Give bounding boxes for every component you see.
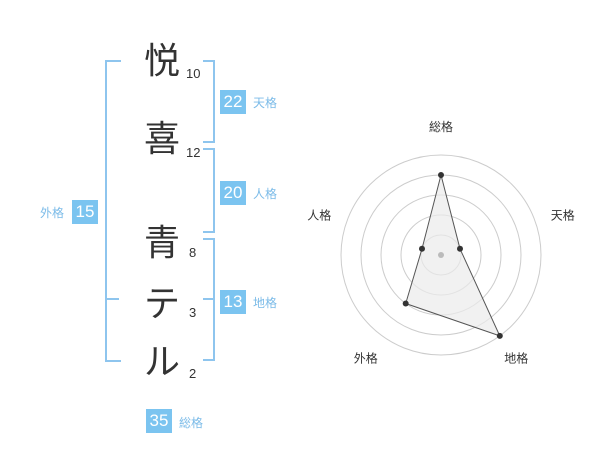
radar-grid-ring-5 [340,154,542,356]
radar-point-5 [419,245,425,252]
chikaku-value: 13 [220,290,246,314]
jinkaku-bracket [203,148,215,233]
name-char-3: 青 [143,223,180,264]
radar-axis-label-2: 天格 [551,207,575,222]
name-char-1: 悦 [143,41,180,82]
radar-point-4 [402,300,409,307]
radar-axis-label-5: 人格 [307,207,331,222]
gaikaku-value: 15 [72,200,98,224]
radar-axis-label-1: 総格 [429,119,453,134]
name-char-5: ル [143,342,180,383]
stroke-count-2: 12 [186,145,201,160]
soukaku-label: 総格 [179,416,204,430]
gaikaku-bracket-tick [105,298,119,300]
chikaku-bracket-tick [203,298,215,300]
radar-point-3 [496,332,503,339]
gaikaku-bracket [105,60,121,362]
radar-point-1 [438,172,444,178]
soukaku-value: 35 [146,409,172,433]
gaikaku-label: 外格 [40,206,65,220]
stroke-count-3: 8 [189,245,197,260]
radar-center-point [438,252,444,258]
radar-axis-label-4: 外格 [354,351,378,366]
name-char-2: 喜 [143,119,180,160]
radar-data-polygon [405,174,501,337]
stroke-count-1: 10 [186,66,201,81]
radar-axis-label-3: 地格 [504,351,528,366]
tenkaku-bracket [203,60,215,143]
chikaku-label: 地格 [253,296,278,310]
stroke-count-5: 2 [189,366,197,381]
stroke-count-4: 3 [189,305,197,320]
radar-point-2 [457,245,463,252]
jinkaku-label: 人格 [253,187,278,201]
tenkaku-value: 22 [220,90,246,114]
name-char-4: テ [143,284,180,325]
jinkaku-value: 20 [220,181,246,205]
tenkaku-label: 天格 [253,96,278,110]
